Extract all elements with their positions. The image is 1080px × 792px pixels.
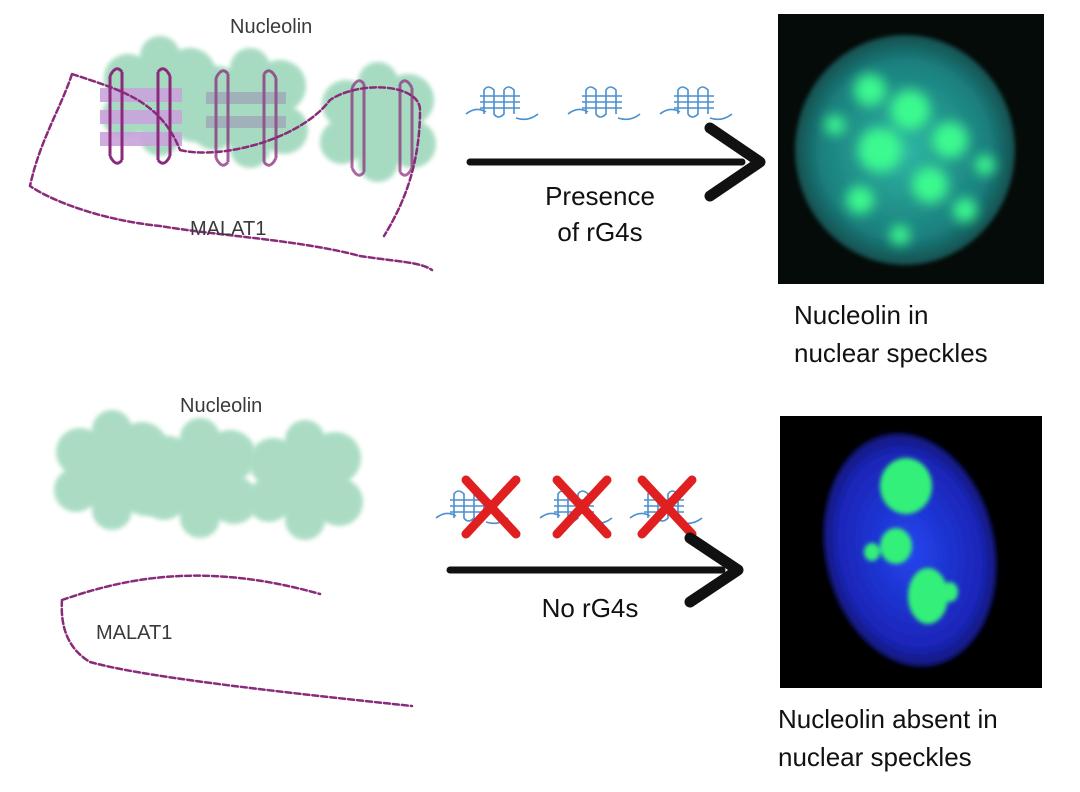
top-caption-line1: Nucleolin in: [794, 300, 929, 330]
top-micrograph: [778, 14, 1044, 284]
top-caption-line2: nuclear speckles: [794, 338, 988, 368]
cross-icon: [637, 475, 697, 539]
top-arrow-label-line1: Presence: [545, 181, 655, 211]
bottom-protein-blob: [247, 420, 363, 540]
top-rna-strand: [28, 72, 434, 272]
top-arrow: [466, 122, 766, 202]
cross-icon: [552, 475, 612, 539]
bottom-rna-strand: [60, 574, 414, 708]
bottom-caption-line1: Nucleolin absent in: [778, 704, 998, 734]
g4-icon: [465, 86, 539, 121]
cross-icon: [461, 475, 521, 539]
top-arrow-label-line2: of rG4s: [557, 217, 643, 247]
top-rna-label: MALAT1: [190, 218, 267, 240]
bottom-micrograph: [780, 416, 1042, 688]
bottom-arrow: [446, 532, 744, 608]
top-protein-label: Nucleolin: [230, 16, 313, 38]
top-arrow-label: Presence of rG4s: [530, 178, 670, 250]
bottom-caption-line2: nuclear speckles: [778, 742, 972, 772]
g4-icon: [659, 86, 733, 121]
bottom-caption: Nucleolin absent in nuclear speckles: [778, 700, 998, 776]
bottom-protein-label: Nucleolin: [180, 395, 263, 417]
bottom-arrow-label: No rG4s: [541, 593, 639, 623]
bottom-cross-row: [461, 475, 697, 539]
g4-icon: [567, 86, 641, 121]
top-quadruplex-2: [206, 69, 286, 167]
bottom-rna-label: MALAT1: [96, 622, 173, 644]
bottom-protein-complex: [54, 410, 363, 540]
top-caption: Nucleolin in nuclear speckles: [794, 296, 988, 372]
top-g4-row: [465, 86, 733, 121]
